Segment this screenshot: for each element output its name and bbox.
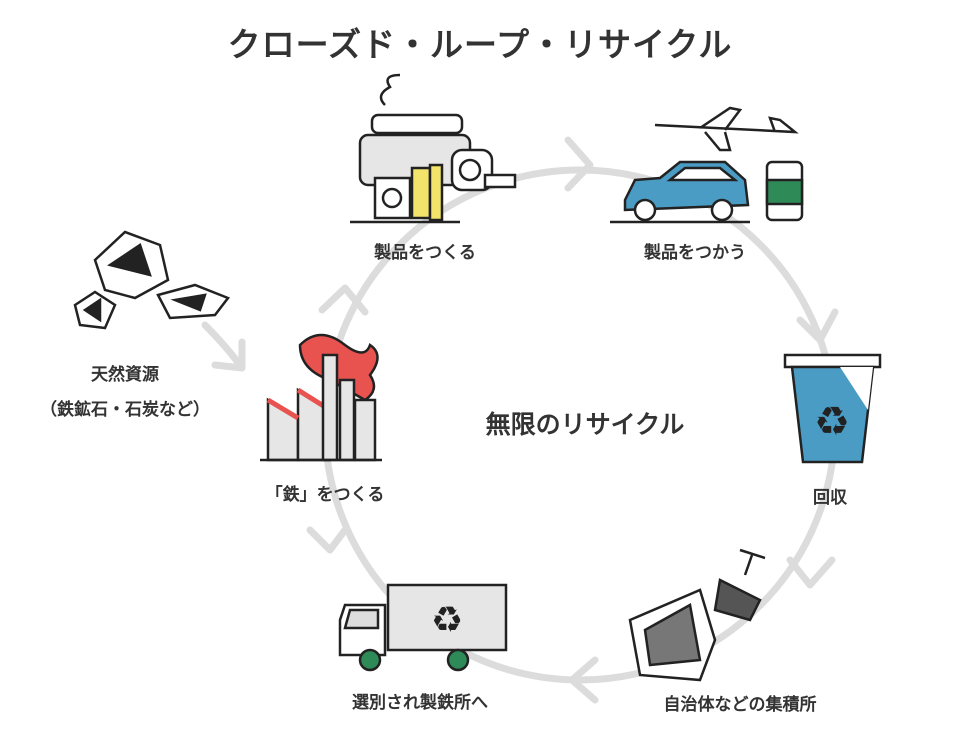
source-arrow-head-icon bbox=[211, 338, 246, 372]
loop-arrow-icon bbox=[564, 136, 594, 192]
source-sublabel: （鉄鉱石・石炭など） bbox=[40, 400, 210, 420]
recycle-bin-icon: ♻ bbox=[783, 353, 882, 464]
scrap-pile-icon bbox=[628, 548, 766, 682]
source-label: 天然資源 bbox=[91, 365, 159, 385]
step-label-make-iron: 「鉄」をつくる bbox=[265, 485, 385, 505]
svg-text:♻: ♻ bbox=[431, 600, 463, 641]
loop-arrow-icon bbox=[786, 556, 836, 589]
step-label-use-products: 製品をつかう bbox=[644, 243, 746, 263]
loop-arrow-icon bbox=[568, 656, 599, 704]
loop-arrow-icon bbox=[318, 284, 369, 316]
loop-arrow-icon bbox=[306, 526, 349, 554]
svg-text:♻: ♻ bbox=[814, 399, 850, 445]
page-title: クローズド・ループ・リサイクル bbox=[227, 25, 733, 64]
source-arrow bbox=[201, 321, 244, 369]
products-car-plane-can-icon bbox=[610, 106, 804, 224]
step-label-make-products: 製品をつくる bbox=[374, 243, 476, 263]
step-label-sorted-to-steelworks: 選別され製鉄所へ bbox=[352, 693, 488, 713]
step-label-collection-point: 自治体などの集積所 bbox=[663, 695, 817, 715]
step-label-collection: 回収 bbox=[813, 488, 847, 508]
recycle-truck-icon: ♻ bbox=[338, 583, 508, 672]
ore-rocks-icon bbox=[73, 230, 230, 330]
factory-machine-icon bbox=[350, 73, 517, 224]
center-label: 無限のリサイクル bbox=[485, 410, 685, 439]
loop-arrow-icon bbox=[796, 308, 839, 344]
steel-mill-icon bbox=[260, 333, 382, 462]
